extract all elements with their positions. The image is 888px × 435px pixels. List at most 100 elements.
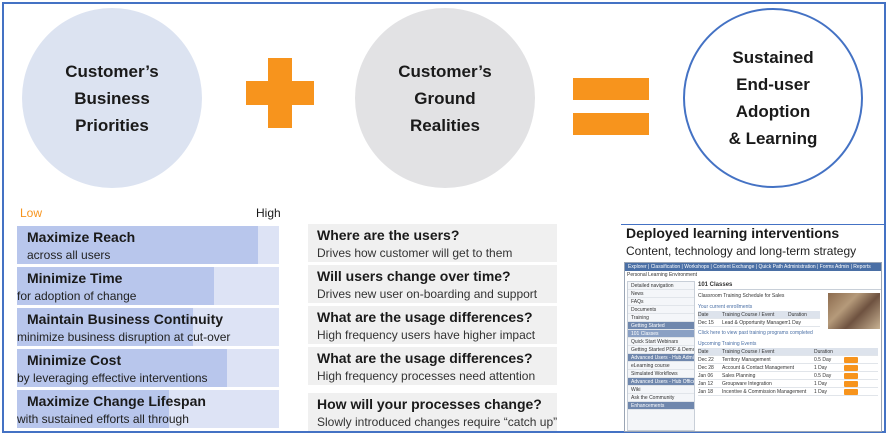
sidebar-item: Enhancements [628, 402, 694, 410]
reality-title: What are the usage differences? [317, 350, 533, 366]
cell-course: Account & Contact Management [722, 365, 794, 371]
priority-subtitle: for adoption of change [17, 289, 137, 303]
enrollments-table: Date Training Course / Event Duration De… [698, 311, 820, 327]
events-table: Date Training Course / Event Duration De… [698, 348, 878, 396]
circle-line: Ground [414, 88, 476, 108]
cell-course: Lead & Opportunity Management [722, 320, 788, 326]
cell-duration: 0.5 Day [814, 373, 832, 379]
priority-subtitle: by leveraging effective interventions [17, 371, 208, 385]
sidebar-item: Wiki [628, 386, 694, 394]
reality-title: Where are the users? [317, 227, 460, 243]
past-training-link[interactable]: Click here to view past training program… [698, 330, 813, 336]
circle-line: Priorities [75, 115, 149, 135]
table-row: Dec 22 Territory Management 0.5 Day [698, 356, 878, 364]
priority-title: Minimize Cost [27, 352, 122, 368]
priority-level-bar [17, 267, 214, 305]
table-row: Jan 12 Groupware Integration 1 Day [698, 380, 878, 388]
circle-line: Sustained [732, 48, 814, 67]
interventions-subtitle: Content, technology and long-term strate… [626, 244, 857, 258]
reality-users-change: Will users change over time? Drives new … [308, 265, 557, 303]
cell-date: Dec 15 [698, 320, 714, 326]
reality-users-location: Where are the users? Drives how customer… [308, 224, 557, 262]
scale-low-label: Low [20, 206, 43, 220]
equals-sign-top [573, 78, 649, 100]
col-date: Date [698, 349, 709, 355]
sign-up-button[interactable] [844, 365, 858, 371]
circle-line: End-user [736, 75, 810, 94]
reality-title: How will your processes change? [317, 396, 542, 412]
cell-duration: 1 Day [788, 320, 802, 326]
table-row: Jan 18 Incentive & Commission Management… [698, 388, 878, 396]
cell-duration: 1 Day [814, 365, 828, 371]
reality-subtitle: High frequency users have higher impact [317, 328, 536, 342]
priority-level-bar [17, 349, 227, 387]
business-priorities-circle: Customer’s Business Priorities [22, 8, 202, 188]
col-duration: Duration [814, 349, 833, 355]
cell-course: Sales Planning [722, 373, 756, 379]
table-row: Jan 06 Sales Planning 0.5 Day [698, 372, 878, 380]
table-row: Dec 15 Lead & Opportunity Management 1 D… [698, 319, 820, 327]
interventions-title: Deployed learning interventions [626, 225, 840, 241]
priority-business-continuity: Maintain Business Continuity minimize bu… [17, 308, 279, 346]
sidebar-item: Simulated Workflows [628, 370, 694, 378]
equals-sign-bottom [573, 113, 649, 135]
portal-sidebar: Detailed navigation News FAQs Documents … [627, 281, 695, 431]
priority-change-lifespan: Maximize Change Lifespan with sustained … [17, 390, 279, 428]
circle-line: Customer’s [65, 61, 159, 81]
priority-subtitle: with sustained efforts all through [17, 412, 189, 426]
scale-high-label: High [256, 206, 281, 220]
sidebar-item: 101 Classes [628, 330, 694, 338]
portal-nav-bar: Explorer | Classification | Workshops | … [625, 263, 881, 271]
priority-level-bar [17, 308, 193, 346]
priority-minimize-time: Minimize Time for adoption of change [17, 267, 279, 305]
classroom-photo [828, 293, 880, 329]
sign-up-button[interactable] [844, 389, 858, 395]
table-header: Date Training Course / Event Duration [698, 348, 878, 356]
table-row: Dec 28 Account & Contact Management 1 Da… [698, 364, 878, 372]
circle-line: Business [74, 88, 150, 108]
reality-subtitle: Slowly introduced changes require “catch… [317, 415, 558, 429]
priority-minimize-cost: Minimize Cost by leveraging effective in… [17, 349, 279, 387]
sign-up-button[interactable] [844, 381, 858, 387]
ground-realities-circle: Customer’s Ground Realities [355, 8, 535, 188]
circle-line: Customer’s [398, 61, 492, 81]
priority-subtitle: across all users [27, 248, 111, 262]
sustained-adoption-circle: Sustained End-user Adoption & Learning [683, 8, 863, 188]
sidebar-item: Getting Started PDF & Demo [628, 346, 694, 354]
plus-sign-vertical [268, 58, 292, 128]
sidebar-item: Getting Started [628, 322, 694, 330]
sidebar-item: Training [628, 314, 694, 322]
circle-line: Adoption [735, 102, 811, 121]
circle-line: Realities [410, 115, 480, 135]
cell-course: Groupware Integration [722, 381, 772, 387]
reality-title: Will users change over time? [317, 268, 511, 284]
priority-level-bar [17, 226, 259, 264]
cell-duration: 0.5 Day [814, 357, 832, 363]
priority-title: Minimize Time [27, 270, 123, 286]
portal-main: 101 Classes Classroom Training Schedule … [698, 281, 881, 431]
reality-usage-users: What are the usage differences? High fre… [308, 306, 557, 344]
sidebar-item: News [628, 290, 694, 298]
sidebar-item: Advanced Users - Hub Officers [628, 378, 694, 386]
cell-date: Jan 12 [698, 381, 714, 387]
sidebar-item: Detailed navigation [628, 282, 694, 290]
sidebar-item: Documents [628, 306, 694, 314]
sign-up-button[interactable] [844, 357, 858, 363]
reality-subtitle: Drives how customer will get to them [317, 246, 513, 260]
sidebar-item: Advanced Users - Hub Admins [628, 354, 694, 362]
sidebar-item: FAQs [628, 298, 694, 306]
learning-portal-screenshot: Explorer | Classification | Workshops | … [624, 262, 882, 432]
sign-up-button[interactable] [844, 373, 858, 379]
priority-level-bar [17, 390, 169, 428]
cell-date: Jan 06 [698, 373, 714, 379]
circle-line: & Learning [728, 129, 818, 148]
sidebar-item: eLearning course [628, 362, 694, 370]
priority-title: Maintain Business Continuity [27, 311, 224, 327]
events-heading: Upcoming Training Events [698, 341, 757, 347]
sidebar-item: Ask the Community [628, 394, 694, 402]
col-date: Date [698, 312, 709, 318]
cell-date: Jan 18 [698, 389, 714, 395]
cell-date: Dec 22 [698, 357, 714, 363]
reality-title: What are the usage differences? [317, 309, 533, 325]
